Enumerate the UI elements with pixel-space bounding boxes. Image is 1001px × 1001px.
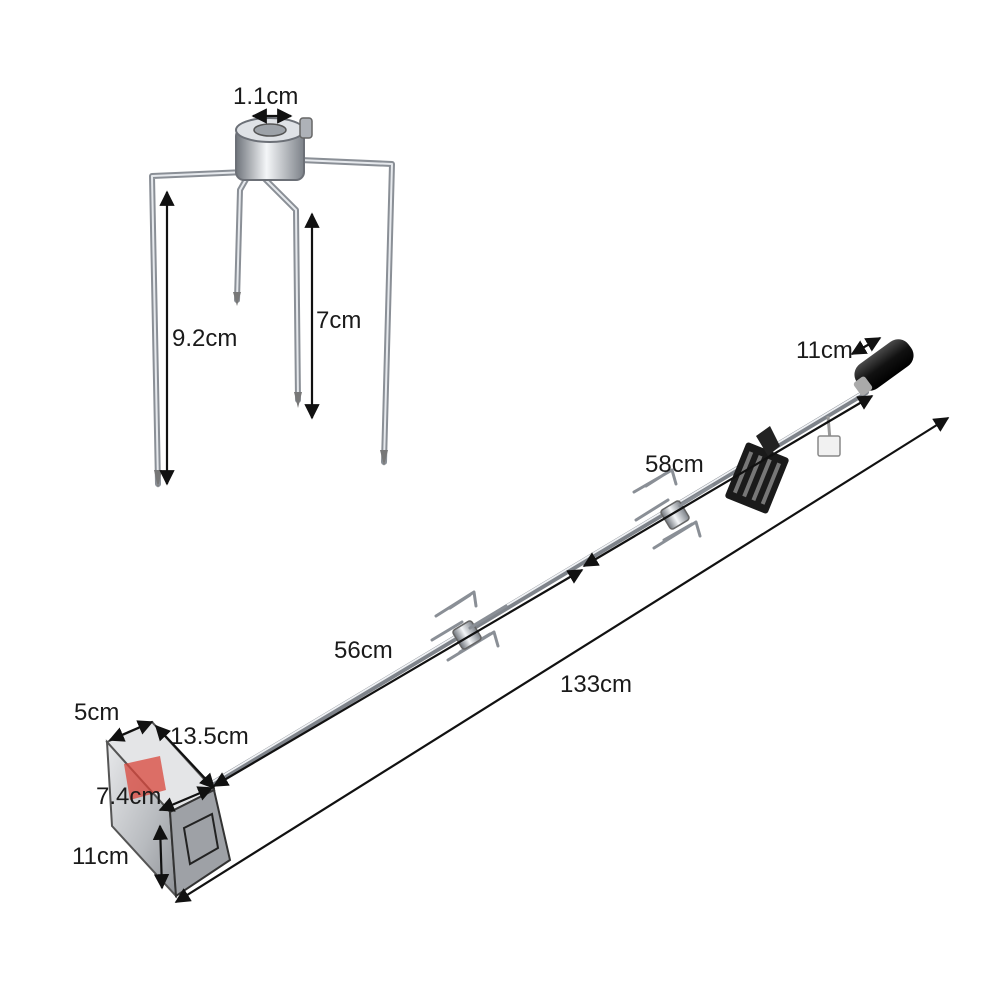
motor-depth-label: 5cm [74,699,119,726]
fork-collar [235,117,313,181]
total-length-arrow [174,417,950,903]
spit-handle [853,339,914,396]
motor-height-arrow [152,824,170,890]
total-length-label: 133cm [560,671,632,698]
rod-section-upper-arrow [582,395,874,567]
rod-section-lower-label: 56cm [334,637,393,664]
motor-face-width-arrow [158,786,214,812]
handle-length-label: 11cm [796,337,853,364]
long-prong-length-label: 9.2cm [172,325,237,352]
spit-fork-upper [632,468,714,550]
fork-short-prong-right [259,173,302,408]
rod-section-lower-arrow [212,569,584,787]
bore-diameter-label: 1.1cm [233,83,298,110]
motor-face-width-label: 7.4cm [96,783,161,810]
rod-section-upper-label: 58cm [645,451,704,478]
meat-fork: 1.1cm 9.2cm 7cm [149,83,395,488]
motor-height-label: 11cm [72,843,129,870]
handle-length-arrow [850,337,882,355]
motor-width-label: 13.5cm [170,723,249,750]
motor-width-arrow [154,724,216,790]
short-prong-length-label: 7cm [316,307,361,334]
spit-fork-lower [430,590,508,662]
motor-depth-arrow [108,720,154,742]
fork-short-prong-left [233,173,251,306]
spit-assembly: 11cm 58cm 56cm 133cm 5cm 13.5cm 7.4cm 11… [72,337,950,903]
